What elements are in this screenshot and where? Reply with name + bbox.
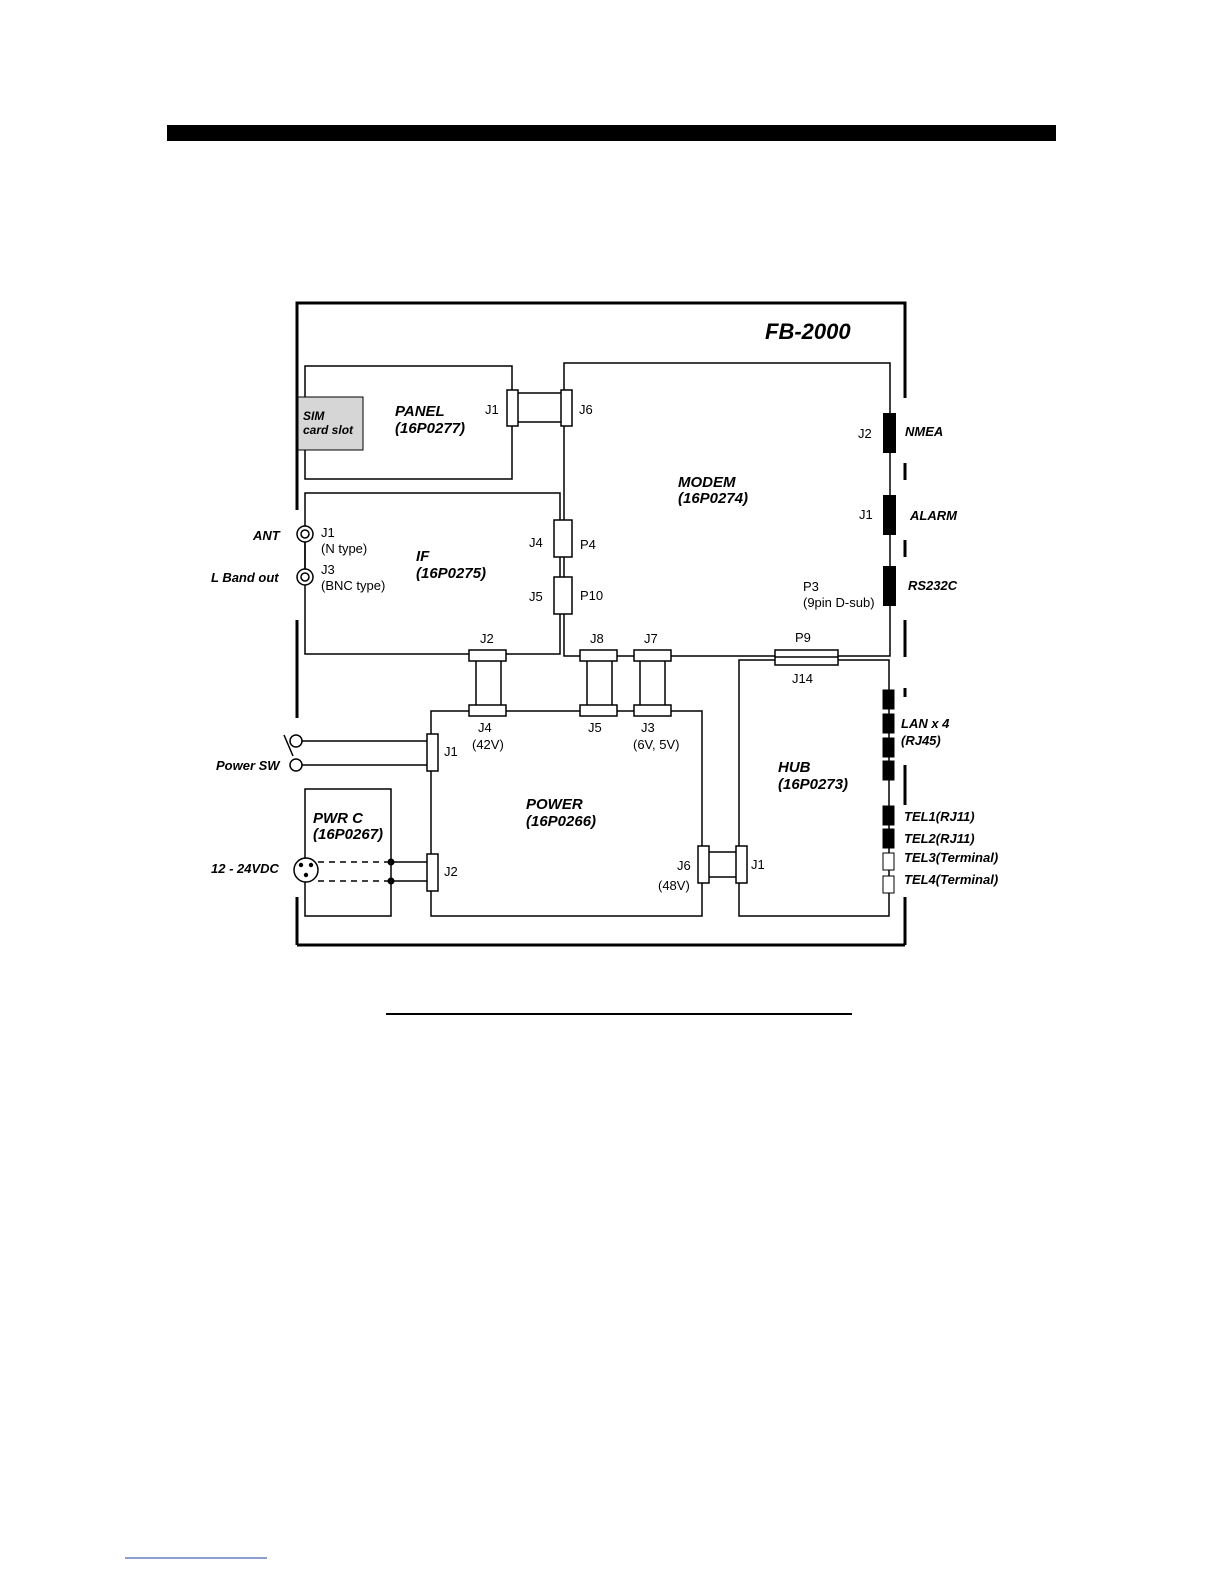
power-board bbox=[430, 710, 703, 917]
power-j5-label: J5 bbox=[588, 720, 602, 735]
power-j3-voltage: (6V, 5V) bbox=[633, 737, 680, 752]
tel4-label: TEL4(Terminal) bbox=[904, 872, 998, 887]
power-switch bbox=[283, 733, 439, 772]
hub-j14-label: J14 bbox=[792, 671, 813, 686]
if-name: IF bbox=[416, 548, 430, 565]
if-j1-type: (N type) bbox=[321, 541, 367, 556]
modem-name: MODEM bbox=[678, 474, 736, 491]
lan-type: (RJ45) bbox=[901, 733, 941, 748]
modem-code: (16P0274) bbox=[678, 490, 748, 507]
sim-label-2: card slot bbox=[303, 423, 354, 437]
power-j3-label: J3 bbox=[641, 720, 655, 735]
power-j6-label: J6 bbox=[677, 858, 691, 873]
if-j2-label: J2 bbox=[480, 631, 494, 646]
rs232c-label: RS232C bbox=[908, 578, 958, 593]
tel2-label: TEL2(RJ11) bbox=[904, 831, 975, 846]
hub-name: HUB bbox=[778, 759, 811, 776]
lband-label: L Band out bbox=[211, 570, 279, 585]
ant-label: ANT bbox=[252, 528, 281, 543]
sim-card-slot bbox=[297, 396, 364, 451]
if-j4-label: J4 bbox=[529, 535, 543, 550]
power-j4-label: J4 bbox=[478, 720, 492, 735]
sim-label-1: SIM bbox=[303, 409, 325, 423]
modem-j1-label: J1 bbox=[859, 507, 873, 522]
modem-p3-type: (9pin D-sub) bbox=[803, 595, 875, 610]
power-cables bbox=[468, 649, 672, 717]
modem-p4-label: P4 bbox=[580, 537, 596, 552]
enclosure bbox=[295, 301, 907, 947]
power-code: (16P0266) bbox=[526, 813, 596, 830]
hub-code: (16P0273) bbox=[778, 776, 848, 793]
modem-j2-label: J2 bbox=[858, 426, 872, 441]
pwrc-code: (16P0267) bbox=[313, 826, 383, 843]
modem-hub-connector bbox=[774, 649, 839, 666]
modem-p9-label: P9 bbox=[795, 630, 811, 645]
power-j2-label: J2 bbox=[444, 864, 458, 879]
if-j3-label: J3 bbox=[321, 562, 335, 577]
modem-p10-label: P10 bbox=[580, 588, 603, 603]
header-bar bbox=[167, 125, 1056, 141]
dc-input bbox=[293, 853, 439, 892]
modem-board bbox=[563, 362, 891, 657]
if-modem-connectors bbox=[553, 519, 573, 615]
panel-name: PANEL bbox=[395, 403, 445, 420]
modem-j6-label: J6 bbox=[579, 402, 593, 417]
power-hub-cable bbox=[697, 845, 748, 884]
if-j5-label: J5 bbox=[529, 589, 543, 604]
modem-j7-label: J7 bbox=[644, 631, 658, 646]
pwrc-board bbox=[304, 788, 392, 917]
panel-modem-cable bbox=[506, 389, 573, 427]
alarm-label: ALARM bbox=[909, 508, 958, 523]
nmea-label: NMEA bbox=[905, 424, 943, 439]
tel3-label: TEL3(Terminal) bbox=[904, 850, 998, 865]
power-j1-label: J1 bbox=[444, 744, 458, 759]
dc-input-label: 12 - 24VDC bbox=[211, 861, 280, 876]
if-j3-type: (BNC type) bbox=[321, 578, 385, 593]
power-j6-voltage: (48V) bbox=[658, 878, 690, 893]
power-name: POWER bbox=[526, 796, 583, 813]
modem-j8-label: J8 bbox=[590, 631, 604, 646]
unit-title: FB-2000 bbox=[765, 319, 851, 344]
power-sw-label: Power SW bbox=[216, 758, 281, 773]
coax-connectors bbox=[296, 525, 314, 586]
dc-pins bbox=[298, 858, 395, 885]
modem-p3-label: P3 bbox=[803, 579, 819, 594]
hub-j1-label: J1 bbox=[751, 857, 765, 872]
pwrc-name: PWR C bbox=[313, 810, 364, 827]
if-code: (16P0275) bbox=[416, 565, 486, 582]
modem-ports bbox=[883, 413, 896, 606]
power-j4-voltage: (42V) bbox=[472, 737, 504, 752]
panel-j1-label: J1 bbox=[485, 402, 499, 417]
if-j1-label: J1 bbox=[321, 525, 335, 540]
tel1-label: TEL1(RJ11) bbox=[904, 809, 975, 824]
hub-ports bbox=[882, 689, 895, 894]
lan-label: LAN x 4 bbox=[901, 716, 950, 731]
panel-code: (16P0277) bbox=[395, 420, 465, 437]
